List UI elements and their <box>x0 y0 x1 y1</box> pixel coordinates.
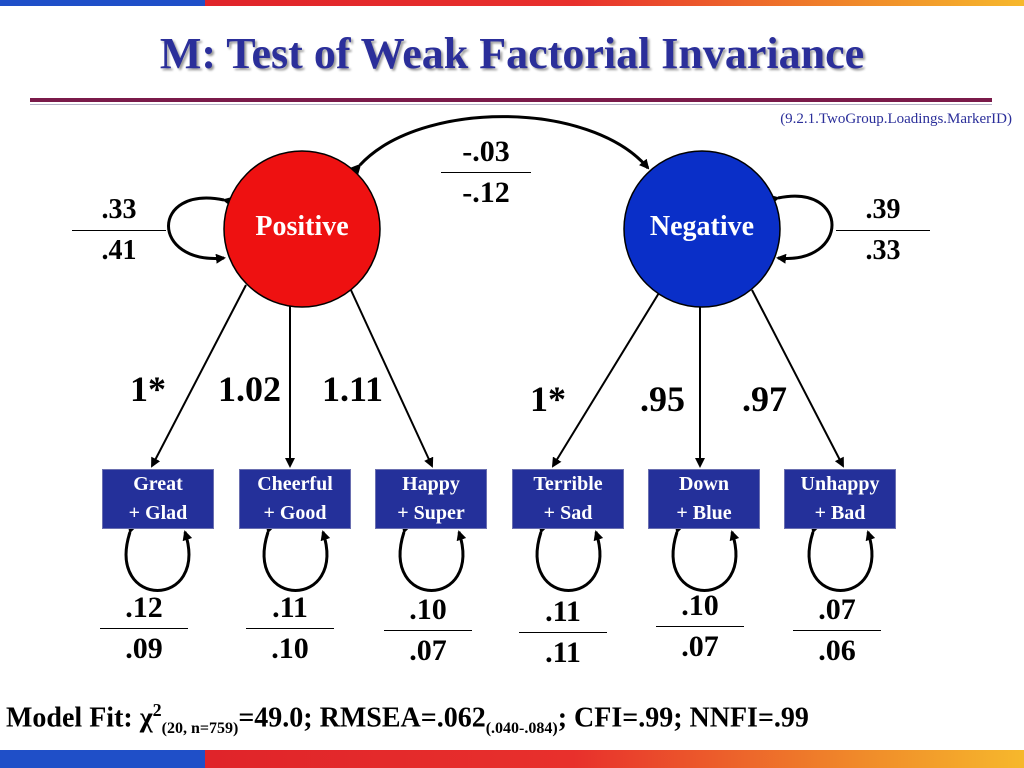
loading-label-2: 1.02 <box>218 369 281 409</box>
slide-title: M: Test of Weak Factorial Invariance <box>159 29 865 78</box>
loading-label-1: 1* <box>130 369 166 409</box>
loading-arrow-6 <box>751 289 844 468</box>
negative-variance-loop <box>769 194 834 264</box>
covariance-group2: -.12 <box>462 176 510 209</box>
residual-loop-5 <box>671 522 740 592</box>
residual-group1: .12 <box>125 591 163 624</box>
indicator-line1: Happy <box>402 473 460 495</box>
indicator-box-cheerful-good: Cheerful + Good <box>239 469 351 529</box>
model-fit-summary: Model Fit: χ2(20, n=759)=49.0; RMSEA=.06… <box>6 700 809 738</box>
negative-factor-label: Negative <box>649 211 755 242</box>
residual-value-1: .12 .09 <box>100 590 188 667</box>
positive-factor-circle <box>223 150 381 308</box>
residual-value-6: .07 .06 <box>793 592 881 669</box>
fraction-line <box>441 172 531 173</box>
negative-variance-value: .39 .33 <box>836 192 930 269</box>
loading-arrow-4 <box>551 287 663 468</box>
residual-group2: .09 <box>125 632 163 665</box>
indicator-line2: + Glad <box>128 502 188 524</box>
indicator-line1: Terrible <box>533 473 603 495</box>
indicator-line2: + Blue <box>676 502 732 524</box>
chi-square-subscript: (20, n=759) <box>161 719 239 737</box>
chi-square-superscript: 2 <box>152 700 162 720</box>
residual-group2: .11 <box>545 636 581 669</box>
residual-group1: .07 <box>818 593 856 626</box>
loading-arrow-1 <box>151 284 247 468</box>
indicator-box-unhappy-bad: Unhappy + Bad <box>784 469 896 529</box>
fraction-line <box>836 230 930 231</box>
residual-loop-4 <box>535 522 604 592</box>
loading-label-3: 1.11 <box>322 369 384 409</box>
fraction-line <box>519 632 607 633</box>
residual-loop-6 <box>807 522 876 592</box>
residual-value-2: .11 .10 <box>246 590 334 667</box>
residual-group1: .11 <box>272 591 308 624</box>
rmsea-interval: (.040-.084) <box>485 719 558 737</box>
fraction-line <box>100 628 188 629</box>
indicator-line1: Great <box>133 473 183 495</box>
residual-loop-1 <box>124 522 193 592</box>
residual-group1: .11 <box>545 595 581 628</box>
covariance-value: -.03 -.12 <box>441 134 531 211</box>
fraction-line <box>72 230 166 231</box>
top-color-bar <box>0 0 1024 6</box>
title-rule <box>30 98 992 102</box>
indicator-line1: Cheerful <box>257 473 333 495</box>
residual-group2: .06 <box>818 634 856 667</box>
residual-group2: .10 <box>271 632 309 665</box>
indicator-box-happy-super: Happy + Super <box>375 469 487 529</box>
indicator-line2: + Bad <box>814 502 866 524</box>
loading-arrow-3 <box>349 287 434 468</box>
indicator-line1: Down <box>678 473 729 495</box>
model-fit-suffix: ; CFI=.99; NNFI=.99 <box>557 702 809 734</box>
loading-label-6: .97 <box>742 379 787 419</box>
residual-group1: .10 <box>409 593 447 626</box>
fraction-line <box>246 628 334 629</box>
indicator-line2: + Good <box>263 502 327 524</box>
positive-variance-value: .33 .41 <box>72 192 166 269</box>
negative-variance-group1: .39 <box>865 194 901 225</box>
bottom-color-bar <box>0 750 1024 768</box>
fraction-line <box>384 630 472 631</box>
residual-value-4: .11 .11 <box>519 594 607 671</box>
model-fit-prefix: Model Fit: χ <box>6 702 153 734</box>
fraction-line <box>793 630 881 631</box>
covariance-group1: -.03 <box>462 135 510 168</box>
indicator-line2: + Sad <box>543 502 593 524</box>
title-rule-shadow <box>30 104 992 105</box>
chi-square-rmsea: =49.0; RMSEA=.062 <box>238 702 486 734</box>
positive-variance-group2: .41 <box>101 235 137 266</box>
loading-label-4: 1* <box>530 379 566 419</box>
fraction-line <box>656 626 744 627</box>
residual-value-3: .10 .07 <box>384 592 472 669</box>
source-reference: (9.2.1.TwoGroup.Loadings.MarkerID) <box>780 111 1012 127</box>
loading-label-5: .95 <box>640 379 685 419</box>
indicator-line1: Unhappy <box>800 473 880 495</box>
indicator-box-terrible-sad: Terrible + Sad <box>512 469 624 529</box>
covariance-arrow <box>350 115 650 175</box>
residual-value-5: .10 .07 <box>656 588 744 665</box>
residual-group2: .07 <box>409 634 447 667</box>
negative-factor-circle <box>623 150 781 308</box>
indicator-box-down-blue: Down + Blue <box>648 469 760 529</box>
positive-factor-label: Positive <box>255 211 349 242</box>
residual-group2: .07 <box>681 630 719 663</box>
residual-group1: .10 <box>681 589 719 622</box>
indicator-line2: + Super <box>397 502 465 524</box>
negative-variance-group2: .33 <box>865 235 901 266</box>
residual-loop-3 <box>398 522 467 592</box>
residual-loop-2 <box>262 522 331 592</box>
positive-variance-group1: .33 <box>101 194 137 225</box>
positive-variance-loop <box>167 196 233 264</box>
indicator-box-great-glad: Great + Glad <box>102 469 214 529</box>
